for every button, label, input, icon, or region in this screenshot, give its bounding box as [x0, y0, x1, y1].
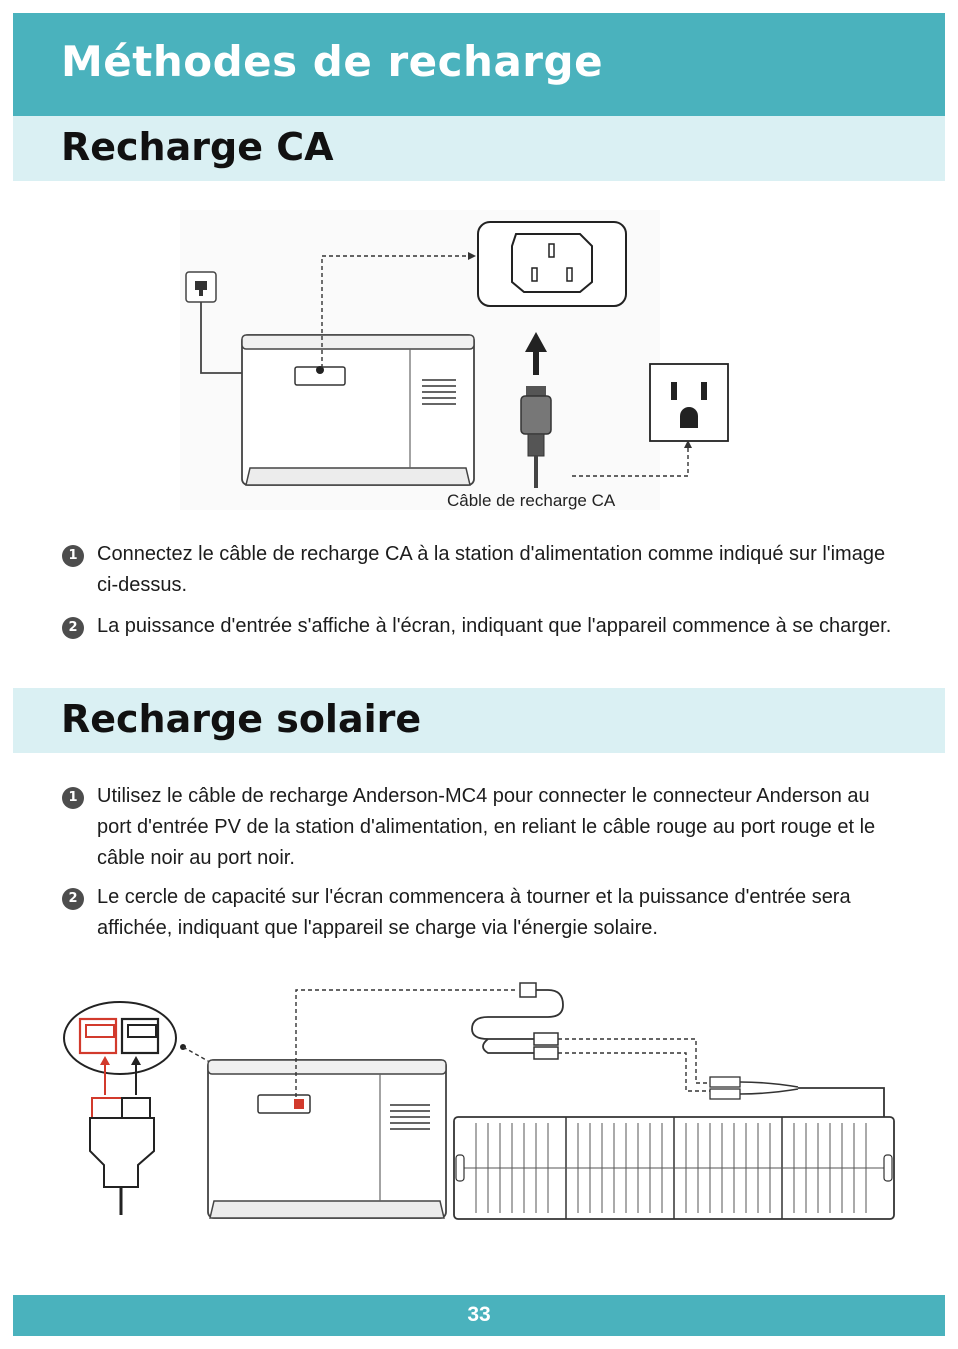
anderson-plug-icon: [89, 1097, 155, 1215]
mc4-connector-icon: [709, 1076, 885, 1117]
footer-bar: 33: [13, 1295, 945, 1336]
ac-cable-caption: Câble de recharge CA: [447, 491, 616, 510]
solar-step-2: 2 Le cercle de capacité sur l'écran comm…: [62, 882, 892, 944]
section-title-ac: Recharge CA: [61, 125, 334, 169]
step-number-badge: 2: [62, 617, 84, 639]
step-text: La puissance d'entrée s'affiche à l'écra…: [97, 615, 892, 637]
step-number-badge: 1: [62, 787, 84, 809]
title-bar: Méthodes de recharge: [13, 13, 945, 116]
page-number: 33: [467, 1303, 491, 1326]
ac-step-1: 1 Connectez le câble de recharge CA à la…: [62, 539, 892, 601]
wall-outlet-icon: [649, 363, 729, 442]
anderson-port-callout-icon: [63, 1001, 177, 1075]
solar-panel-icon: [453, 1116, 895, 1220]
step-text: Utilisez le câble de recharge Anderson-M…: [97, 785, 876, 869]
section-title-solar: Recharge solaire: [61, 697, 422, 741]
power-station-icon: [207, 1059, 447, 1219]
solar-charging-diagram: [63, 982, 895, 1220]
ac-charging-diagram: [180, 210, 729, 510]
step-number-badge: 2: [62, 888, 84, 910]
dc-plug-icon: [185, 271, 217, 303]
power-station-icon: [241, 334, 475, 486]
ac-step-2: 2 La puissance d'entrée s'affiche à l'éc…: [62, 611, 892, 642]
ac-inlet-icon: [477, 221, 627, 307]
page-title: Méthodes de recharge: [61, 37, 604, 86]
step-text: Le cercle de capacité sur l'écran commen…: [97, 886, 851, 939]
section-header-solar: Recharge solaire: [13, 688, 945, 753]
section-header-ac: Recharge CA: [13, 116, 945, 181]
step-text: Connectez le câble de recharge CA à la s…: [97, 543, 886, 596]
solar-step-1: 1 Utilisez le câble de recharge Anderson…: [62, 781, 892, 874]
step-number-badge: 1: [62, 545, 84, 567]
anderson-mc4-cable-icon: [471, 982, 564, 1060]
ac-cable-plug-icon: [520, 386, 552, 488]
